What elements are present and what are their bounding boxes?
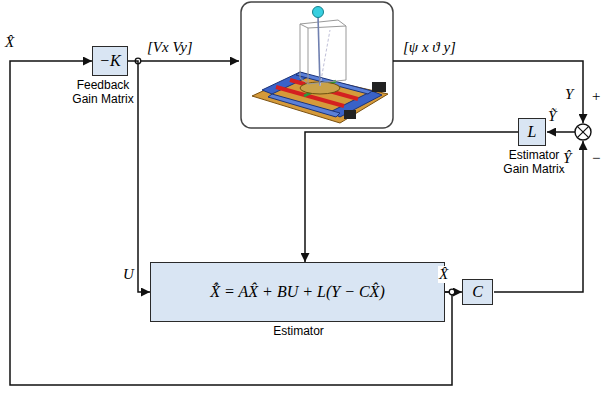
signal-connector (10, 61, 452, 385)
signal-label: Ŷ (562, 150, 572, 167)
signal-label: Y (564, 86, 574, 103)
guide-rod (290, 80, 358, 99)
estimate-wire (494, 141, 583, 292)
control-wire (138, 60, 239, 62)
housing-edge (300, 24, 308, 28)
signal-label: Ỹ (547, 108, 557, 125)
motor (372, 82, 386, 92)
signal-label: [Vx Vy] (146, 39, 194, 56)
error-wire (547, 131, 575, 133)
box-symbol: X̂̇ = AX̂ + BU + L(Y − CX̂) (210, 283, 384, 301)
rail-frame (268, 94, 340, 117)
gain-box: −KFeedback Gain Matrix (92, 46, 128, 76)
plant-frame (241, 2, 393, 128)
gimbal-housing (300, 20, 346, 84)
box-symbol: L (528, 123, 537, 141)
junction-cross (577, 126, 588, 137)
signal-wires (138, 61, 583, 292)
signal-label: [ψ x ϑ y] (402, 39, 457, 56)
output-matrix-box: C (462, 279, 493, 305)
housing-edge (308, 26, 346, 28)
box-caption: Feedback Gain Matrix (71, 79, 135, 107)
signal-label: − (590, 150, 602, 167)
motor (344, 110, 356, 119)
estimator-box: X̂̇ = AX̂ + BU + L(Y − CX̂)Estimator (150, 262, 445, 322)
junction-circle (575, 124, 591, 140)
signal-label: + (590, 88, 602, 105)
box-symbol: −K (99, 52, 120, 70)
housing-edge (308, 28, 309, 84)
edge-label: X̂ (4, 34, 15, 51)
gain-box: LEstimator Gain Matrix (518, 118, 546, 146)
plant-illustration (241, 2, 393, 128)
signal-connector (305, 132, 518, 262)
pendulum-bob (313, 7, 324, 18)
box-caption: Estimator (151, 325, 446, 339)
box-symbol: C (472, 283, 483, 301)
summing-junction (575, 124, 591, 140)
edge-label: U (122, 266, 135, 283)
connector-layer (10, 61, 518, 385)
junction-cross (577, 126, 588, 137)
edge-label: X̂ (438, 266, 449, 283)
branch-dot (449, 289, 455, 295)
pendulum-rod (318, 16, 320, 86)
angle-guide (320, 30, 330, 86)
box-caption: Estimator Gain Matrix (501, 149, 567, 177)
